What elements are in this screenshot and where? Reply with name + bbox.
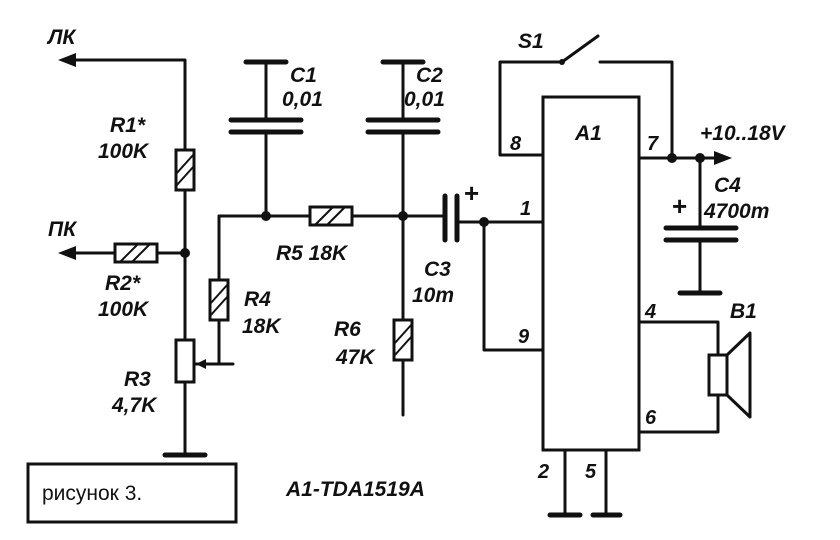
pin-9-label: 9 — [518, 326, 530, 348]
r4-value: 18K — [242, 315, 282, 338]
supply-arrow-icon — [714, 151, 732, 165]
pin-2-label: 2 — [537, 461, 549, 483]
ic-name: A1 — [574, 122, 602, 145]
right-input-arrow-icon — [58, 246, 76, 260]
c4-polarity: + — [672, 191, 687, 221]
figure-caption-box — [26, 462, 238, 524]
switch-s1 — [559, 34, 600, 65]
potentiometer-r3 — [174, 338, 235, 384]
c1-name: C1 — [290, 64, 317, 87]
pin-7-label: 7 — [647, 133, 659, 155]
r3-name: R3 — [124, 368, 151, 391]
c4-value: 4700m — [703, 200, 769, 223]
right-input-label: ПК — [48, 218, 78, 241]
r1-value: 100K — [98, 140, 150, 163]
c2-value: 0,01 — [404, 88, 445, 111]
resistor-r1 — [174, 148, 196, 192]
capacitor-c3 — [442, 193, 460, 243]
right-channel-input — [58, 242, 187, 264]
pin-5-label: 5 — [585, 461, 597, 483]
pin-8-label: 8 — [510, 133, 522, 155]
capacitor-c1 — [228, 59, 304, 218]
supply-voltage: +10..18V — [700, 122, 787, 145]
c2-name: C2 — [416, 64, 443, 87]
resistor-r2 — [113, 242, 159, 264]
figure-caption: рисунок 3. — [42, 482, 142, 505]
c3-polarity: + — [464, 178, 479, 208]
c3-value: 10m — [412, 284, 454, 307]
c1-value: 0,01 — [282, 88, 323, 111]
pin-6-label: 6 — [645, 407, 657, 429]
r6-value: 47K — [335, 346, 376, 369]
ic-a1 — [541, 95, 641, 452]
resistor-r5 — [308, 205, 354, 227]
junction-dot — [667, 153, 677, 163]
r3-value: 4,7K — [111, 394, 158, 417]
left-channel-input — [58, 53, 187, 152]
capacitor-c2 — [365, 59, 441, 218]
resistor-r6 — [392, 318, 414, 362]
left-input-arrow-icon — [58, 53, 76, 67]
pin-4-label: 4 — [644, 301, 656, 323]
r2-value: 100K — [98, 298, 150, 321]
speaker-b1-icon — [707, 331, 752, 419]
pin-1-label: 1 — [520, 198, 531, 220]
s1-name: S1 — [518, 30, 544, 53]
ic-type-note: A1-TDA1519A — [285, 478, 425, 501]
r6-name: R6 — [334, 318, 361, 341]
r5-label: R5 18K — [276, 242, 349, 265]
r4-name: R4 — [244, 288, 271, 311]
r1-name: R1* — [110, 114, 146, 137]
c4-name: C4 — [714, 174, 741, 197]
left-input-label: ЛК — [46, 26, 77, 49]
b1-name: B1 — [730, 300, 757, 323]
capacitor-c4 — [663, 156, 739, 296]
r2-name: R2* — [105, 272, 141, 295]
c3-name: C3 — [424, 258, 451, 281]
resistor-r4 — [208, 278, 230, 322]
